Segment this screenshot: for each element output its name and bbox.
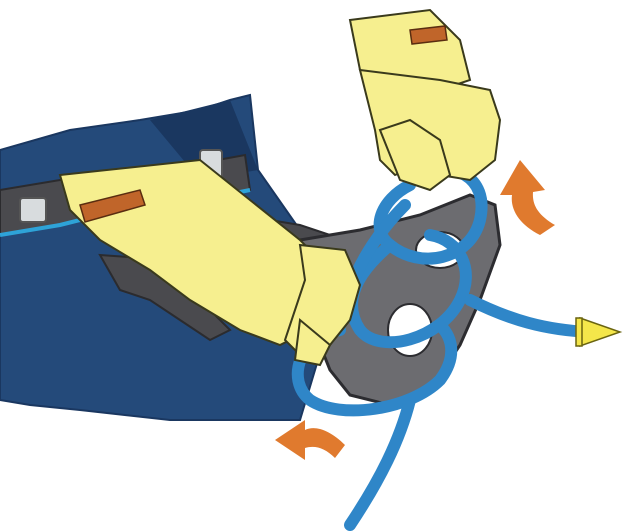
right-glove-strap — [410, 26, 447, 44]
rope-tail-bottom — [350, 400, 410, 525]
harness-buckle-left — [20, 198, 46, 222]
curved-arrow-up-icon — [500, 160, 555, 235]
curved-arrow-left-icon — [275, 420, 345, 460]
rope-end-cap-icon — [576, 318, 620, 346]
rope-tail-right — [470, 300, 590, 332]
right-hand-group — [350, 10, 500, 190]
